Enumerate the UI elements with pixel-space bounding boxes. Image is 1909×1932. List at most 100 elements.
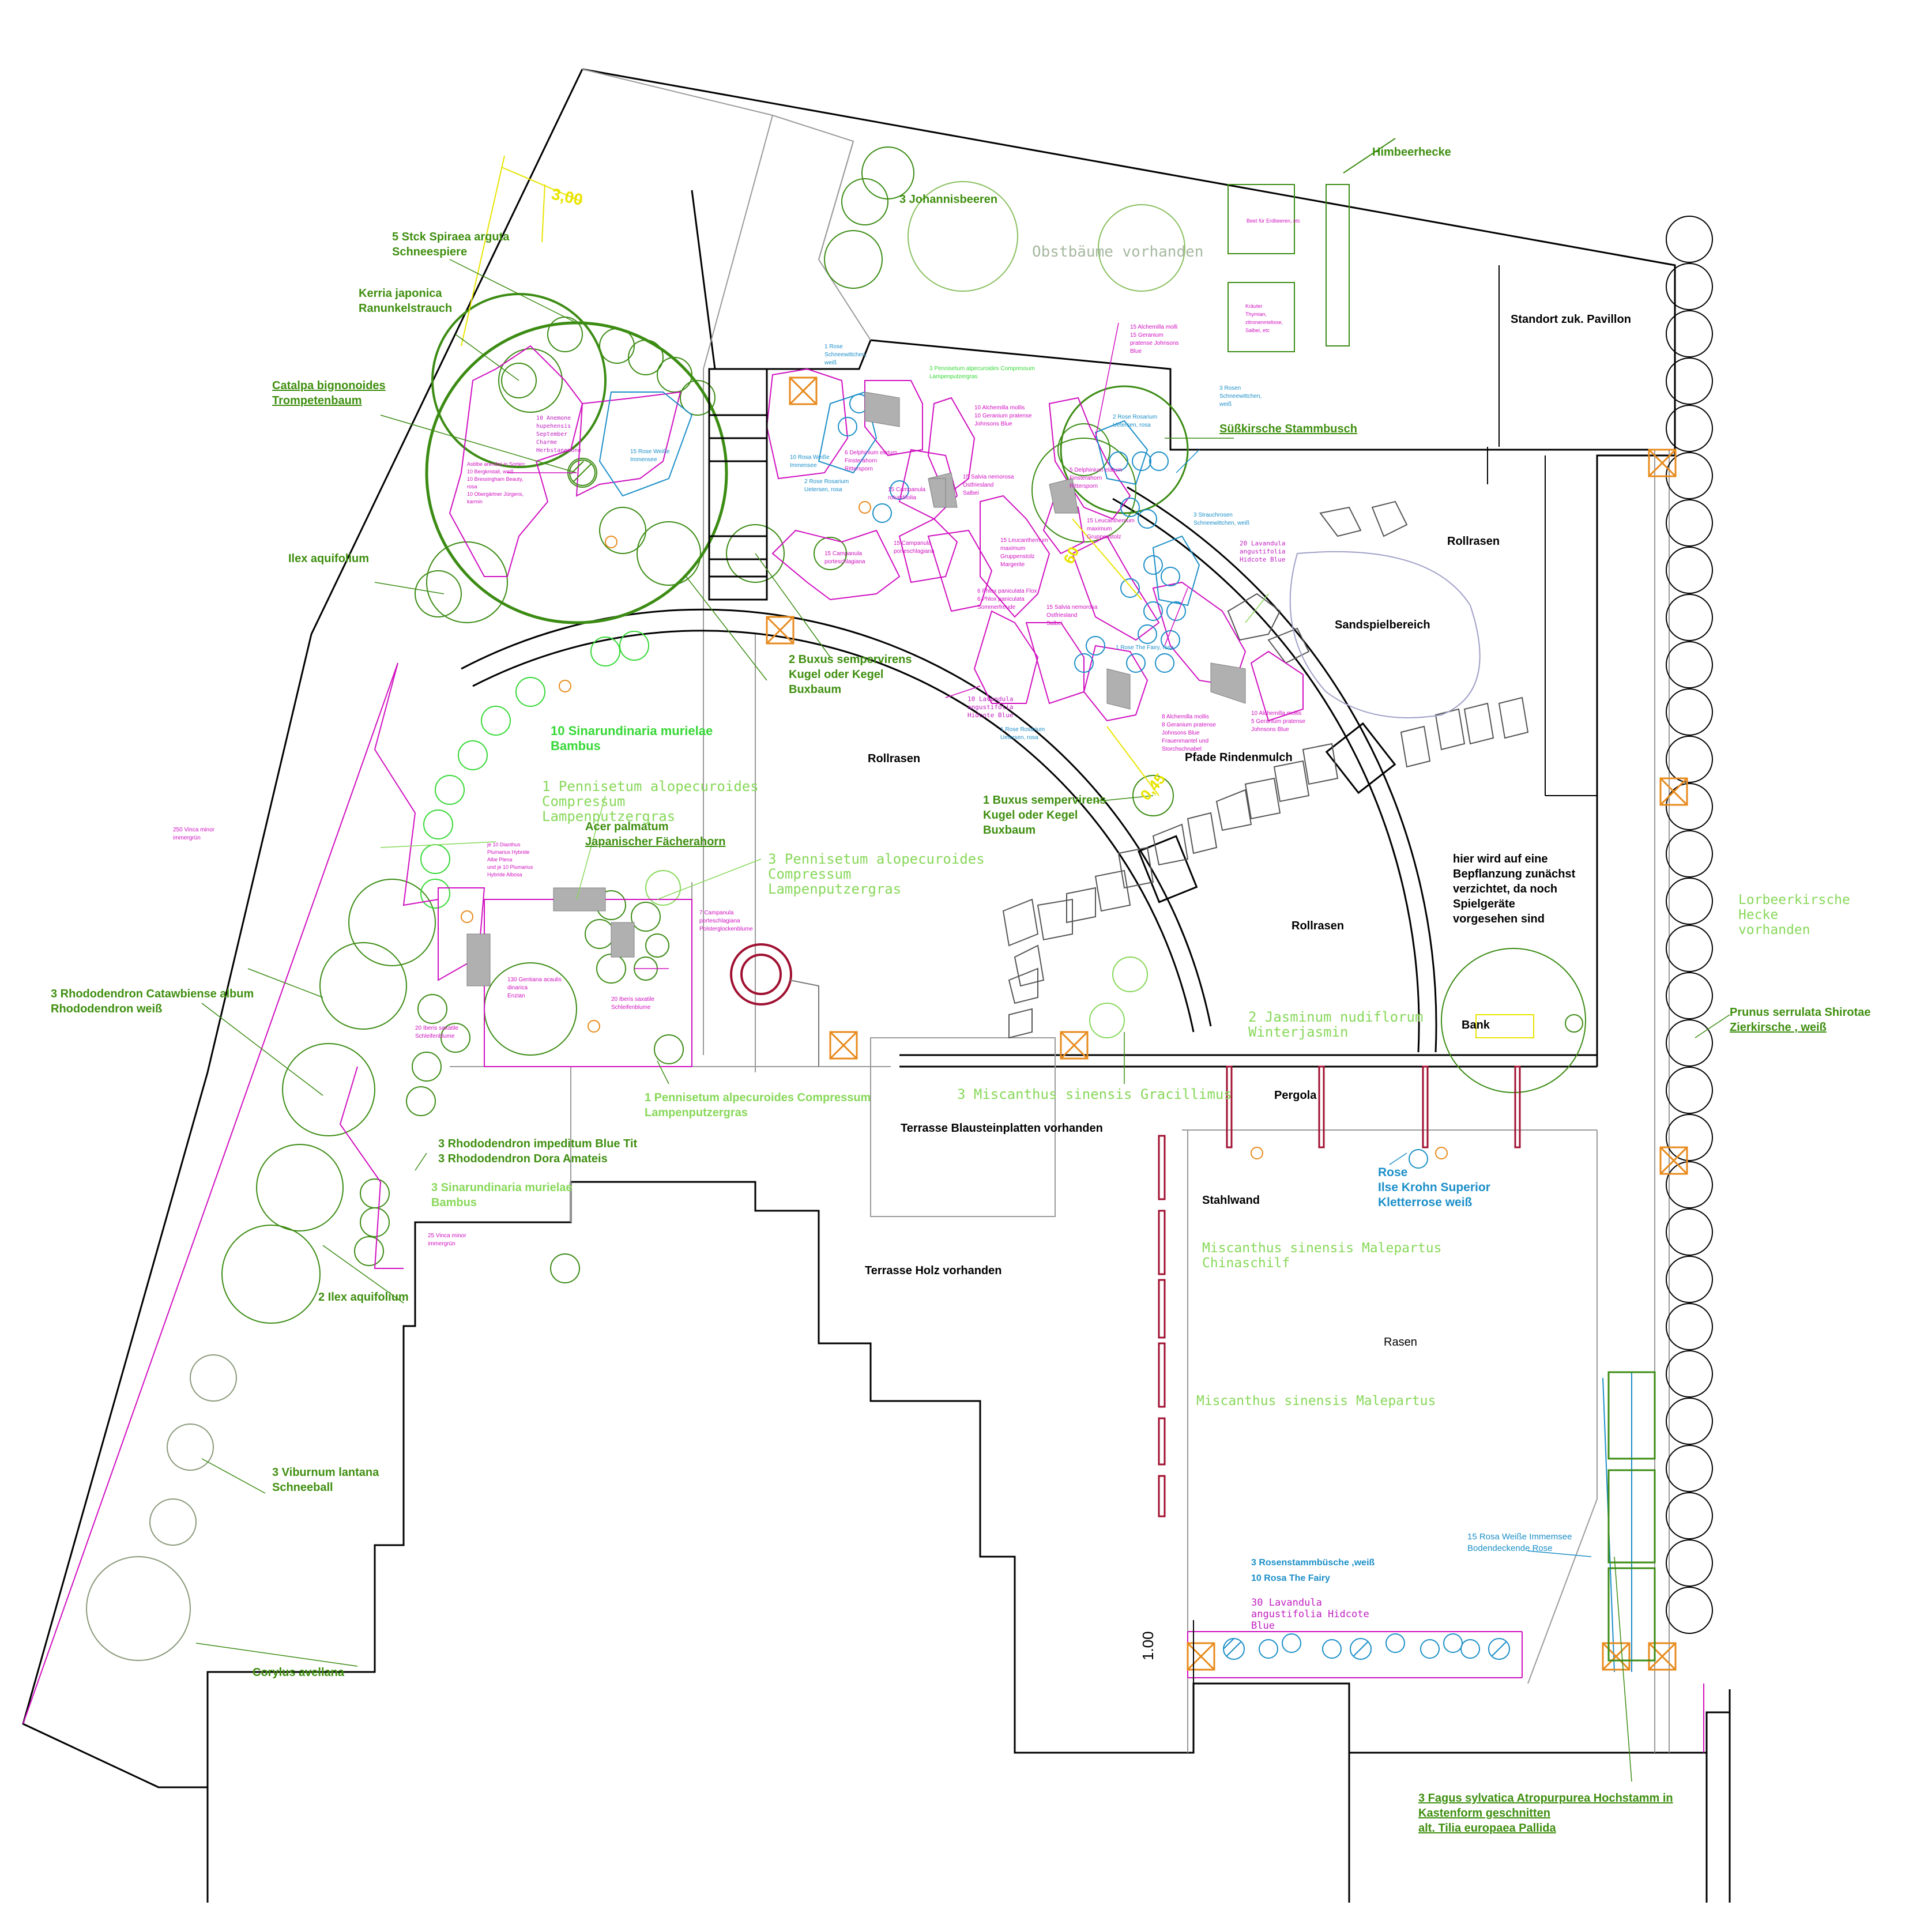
note-leuc15-1: maximum xyxy=(1000,545,1025,552)
label-misc-male-china-1: Chinaschilf xyxy=(1202,1256,1290,1271)
note-lav20-2: Hidcote Blue xyxy=(1240,556,1285,563)
note-astilbe-1: 10 Bergkristall, weiß xyxy=(467,469,514,474)
note-rosen3-0: 3 Rosen xyxy=(1219,385,1241,391)
label-pennisetum-bold-1: Lampenputzergras xyxy=(645,1106,748,1119)
label-hier-wird-4: vorgesehen sind xyxy=(1453,913,1545,925)
label-lav30-1: angustifolia Hidcote xyxy=(1251,1609,1369,1620)
hedge-shrub xyxy=(1666,783,1713,830)
note-rose-ros2-0: 2 Rose Rosarium xyxy=(804,479,849,485)
note-alchem10-0: 10 Alchemilla mollis xyxy=(974,405,1025,411)
note-alchem10-1: 10 Geranium pratense xyxy=(974,413,1032,419)
note-delph6-2: Rittersporn xyxy=(845,466,873,472)
hedge-shrub xyxy=(1666,547,1713,594)
label-pergola: Pergola xyxy=(1274,1089,1317,1102)
label-rose-ilse-2: Kletterrose weiß xyxy=(1378,1196,1473,1209)
rose-plant xyxy=(1322,1639,1342,1659)
hedge-shrub xyxy=(1666,310,1713,357)
hedge-shrub xyxy=(1666,1114,1713,1161)
label-jasminum-0: 2 Jasminum nudiflorum xyxy=(1248,1009,1423,1025)
rose-plant xyxy=(1126,653,1146,673)
label-miscanthus-grac: 3 Miscanthus sinensis Gracillimus xyxy=(957,1086,1232,1102)
note-iberis20b-0: 20 Iberis saxatile xyxy=(611,996,654,1003)
label-pennisetum3-1: Compressum xyxy=(768,866,852,882)
note-camp15-port-0: 15 Campanula xyxy=(894,540,931,547)
note-rose-fairy1: 1 Rose The Fairy, rosa xyxy=(1116,645,1174,651)
note-iberis20a-0: 20 Iberis saxatile xyxy=(415,1025,458,1031)
note-phlox-0: 6 Phlox paniculata Flox xyxy=(977,588,1037,594)
label-dim-300: 3,00 xyxy=(550,185,585,209)
note-gentiana-1: dinarica xyxy=(507,985,528,991)
stepping-stones xyxy=(1002,500,1529,1039)
grey-guide-lines xyxy=(450,69,1670,1753)
note-alchem8-4: Storchschnabel xyxy=(1162,746,1202,752)
perennial-beds xyxy=(22,345,1704,1753)
label-spiraea-0: 5 Stck Spiraea arguta xyxy=(392,231,510,243)
label-buxus2-0: 2 Buxus sempervirens xyxy=(789,653,912,666)
hedge-shrub xyxy=(1666,499,1713,547)
label-rose-ilse-1: Ilse Krohn Superior xyxy=(1378,1181,1490,1194)
label-hier-wird-0: hier wird auf eine xyxy=(1453,853,1547,865)
note-lav10-1: angustifolia xyxy=(967,703,1013,711)
label-acer-1: Japanischer Fächerahorn xyxy=(585,835,725,848)
tree-marker-box xyxy=(1648,449,1677,477)
label-vinca250-1: immergrün xyxy=(173,835,201,841)
cherry-canopy xyxy=(1060,385,1189,514)
note-camp15-port-1: porteschlagiana xyxy=(894,548,935,555)
leader-lines xyxy=(195,259,1730,1782)
rose-plant xyxy=(1149,451,1169,471)
label-kraeuter-2: zitronenmelisse, xyxy=(1245,319,1283,325)
label-fagus-2: alt. Tilia europaea Pallida xyxy=(1418,1822,1556,1835)
label-fagus-1: Kastenform geschnitten xyxy=(1418,1807,1550,1820)
label-campanula7-2: Polsterglockenblume xyxy=(699,926,753,932)
note-rosa10-0: 10 Rosa Weiße xyxy=(790,454,830,461)
label-dim-060: 60 xyxy=(1060,544,1082,567)
label-pennisetum1-2: Lampenputzergras xyxy=(542,808,675,824)
hedge-shrub xyxy=(1666,972,1713,1019)
label-dim-045: 0,45 xyxy=(1137,770,1169,804)
label-rhodo-cat-1: Rhododendron weiß xyxy=(51,1003,162,1015)
label-himbeerhecke: Himbeerhecke xyxy=(1372,146,1451,159)
hedge-shrub xyxy=(1666,1587,1713,1634)
label-jasminum-1: Winterjasmin xyxy=(1248,1024,1348,1040)
note-rose-ros2b-0: 2 Rose Rosarium xyxy=(1113,414,1157,420)
label-viburnum-0: 3 Viburnum lantana xyxy=(272,1466,379,1479)
label-sinarund3-1: Bambus xyxy=(431,1196,477,1209)
large-grey-shrubs xyxy=(86,1354,237,1661)
label-vinca25-0: 25 Vinca minor xyxy=(428,1233,466,1239)
grey-stones xyxy=(466,391,1246,986)
label-bank: Bank xyxy=(1462,1019,1490,1031)
label-campanula7-1: porteschlagiana xyxy=(699,918,740,924)
label-pennisetum3-2: Lampenputzergras xyxy=(768,881,901,897)
rose-plant xyxy=(1120,578,1140,598)
label-rollrasen-left: Rollrasen xyxy=(868,752,920,765)
label-obstbaeume: Obstbäume vorhanden xyxy=(1032,243,1203,261)
bamboo-circles xyxy=(420,631,649,909)
label-misc-male: Miscanthus sinensis Malepartus xyxy=(1196,1394,1436,1408)
label-rollrasen-right: Rollrasen xyxy=(1292,920,1344,932)
hatched-stamp xyxy=(1223,1638,1510,1660)
note-rose-schnee1-1: Schneewittchen, xyxy=(824,352,867,358)
note-salvia15b-0: 15 Salvia nemorosa xyxy=(1046,604,1098,611)
rose-plant xyxy=(1132,451,1151,471)
label-rosa-immensee-0: 15 Rosa Weiße Immemsee xyxy=(1467,1532,1572,1542)
note-alchem10b-0: 10 Alchemilla mollis xyxy=(1251,710,1301,717)
rose-plant xyxy=(1109,451,1128,471)
label-buxus2-1: Kugel oder Kegel xyxy=(789,668,883,681)
label-ilex2: 2 Ilex aquifolium xyxy=(318,1291,409,1304)
label-hier-wird-3: Spielgeräte xyxy=(1453,898,1515,910)
hedge-shrub xyxy=(1666,1398,1713,1445)
note-leuc15-0: 15 Leucanthemum xyxy=(1000,537,1048,544)
note-dianthus-0: je 10 Dianthus xyxy=(487,842,521,848)
rose-plant xyxy=(1409,1149,1428,1169)
note-anemone-4: Herbstanemone xyxy=(536,447,581,454)
note-alchem8-2: Johnsons Blue xyxy=(1162,730,1200,736)
tree-marker-box xyxy=(789,376,818,405)
note-delph5-2: Rittersporn xyxy=(1070,483,1098,489)
note-salvia15-1: Ostfriesland xyxy=(963,482,993,488)
note-delph5-1: Finsterahorn xyxy=(1070,475,1102,481)
label-sandspiel: Sandspielbereich xyxy=(1335,619,1430,631)
note-rosa10-1: Immensee xyxy=(790,462,817,469)
rose-plant xyxy=(1259,1639,1278,1659)
label-terrasse-holz: Terrasse Holz vorhanden xyxy=(865,1264,1001,1277)
